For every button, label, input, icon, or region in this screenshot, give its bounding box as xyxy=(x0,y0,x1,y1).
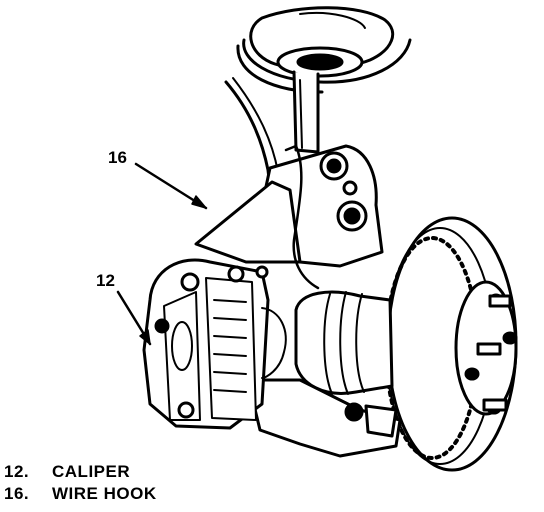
legend-label: CALIPER xyxy=(52,462,131,481)
callout-number-16: 16 xyxy=(108,148,127,167)
legend-row: 12. CALIPER xyxy=(4,461,157,483)
strut-spring-seat xyxy=(236,6,412,94)
axle-boot xyxy=(294,290,394,395)
legend-number: 12. xyxy=(4,462,30,481)
legend-number: 16. xyxy=(4,484,30,503)
wire-hook xyxy=(284,144,320,290)
legend-label: WIRE HOOK xyxy=(52,484,157,503)
callout-arrowhead-12 xyxy=(139,329,151,345)
brake-rotor xyxy=(384,216,518,472)
callout-arrowhead-16 xyxy=(191,195,207,209)
callout-number-12: 12 xyxy=(96,271,115,290)
parts-legend: 12. CALIPER 16. WIRE HOOK xyxy=(4,461,157,505)
lower-knuckle xyxy=(246,378,402,458)
brake-caliper xyxy=(142,258,287,430)
steering-knuckle xyxy=(194,144,384,268)
strut-tube xyxy=(292,70,320,154)
legend-row: 16. WIRE HOOK xyxy=(4,483,157,505)
